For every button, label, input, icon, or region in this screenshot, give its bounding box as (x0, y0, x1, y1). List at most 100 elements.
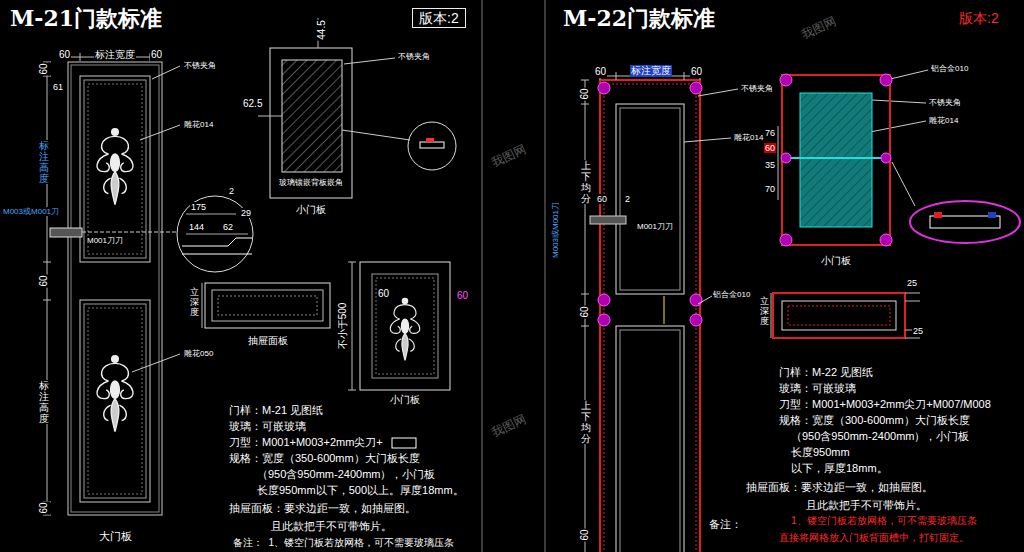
spec-note: 直接将网格放入门板背面槽中，打钉固定。 (778, 532, 970, 544)
spec-note: 以下，厚度18mm。 (790, 462, 889, 475)
small-door-drawing (348, 262, 450, 390)
dimension-value: 60 (38, 501, 50, 514)
watermark: 我图网 (489, 143, 529, 172)
dimension-value: 60 (596, 194, 608, 204)
version-text: 版本:2 (958, 10, 1000, 26)
dimension-value: 62.5 (242, 98, 263, 110)
carving-ornament (97, 356, 133, 432)
carving-ornament (97, 129, 133, 205)
blank-box (392, 438, 416, 448)
spec-note: 门样：M-22 见图纸 (778, 366, 874, 379)
part-note: 雕花014 (183, 120, 214, 129)
spec-note: 玻璃：可嵌玻璃 (778, 382, 857, 395)
watermark: 我图网 (799, 15, 839, 44)
carving-ornament (390, 298, 420, 360)
dimension-value: 不小于500 (337, 302, 349, 351)
dimension-label: 标注宽度 (94, 49, 136, 61)
spec-note: 门样：M-21 见图纸 (228, 404, 324, 417)
corner-marker (598, 82, 702, 326)
dimension-label: 上下均分 (580, 400, 592, 444)
section-detail (910, 201, 1020, 243)
spec-note: 规格：宽度（300-600mm）大门板长度 (778, 414, 971, 427)
drawing-title: M-21门款标准 (10, 6, 162, 31)
spec-note: 抽屉面板：要求边距一致，如抽屉图。 (745, 481, 934, 494)
drawer-panel: 抽屉面板 (205, 283, 330, 328)
dimension-value: 60 (690, 66, 703, 78)
leader-line (132, 66, 180, 372)
dimension-value: 62 (222, 222, 234, 232)
dimension-label: 标注高度 (38, 140, 50, 184)
door-drawing (68, 62, 162, 515)
part-note: 不锈夹角 (928, 98, 962, 107)
dimension-value: 2 (624, 194, 631, 204)
spec-note: （950含950mm-2400mm），小门板 (256, 468, 437, 481)
spec-note: 玻璃：可嵌玻璃 (228, 420, 307, 433)
part-note: 铝合金010 (712, 290, 751, 299)
dimension-value: 60 (456, 290, 469, 302)
dimension-value: 60 (58, 49, 71, 61)
panel-name: 小门板 (295, 204, 327, 216)
small-door-drawing (778, 75, 890, 245)
dimension-value: 25 (912, 326, 924, 336)
section-detail (50, 196, 253, 272)
dimension-value: 61 (52, 82, 64, 92)
dimension-value: 60 (38, 274, 50, 287)
dimension-value: 60 (594, 66, 607, 78)
dimension-line (581, 72, 700, 552)
part-note: 不锈夹角 (183, 61, 217, 70)
dimension-value: 60 (579, 528, 591, 541)
spec-note: 备注： (708, 518, 743, 531)
door-panel: 大门板 (68, 62, 162, 515)
version-box: 版本:2 (412, 8, 466, 28)
small-door-drawing (258, 18, 456, 198)
small-door-panel: 小门板 (360, 262, 450, 390)
small-door-panel: 玻璃镶嵌背板嵌角小门板 (270, 48, 352, 198)
panel-name: 大门板 (98, 530, 133, 543)
dimension-value: 2 (228, 186, 235, 196)
part-note: 雕花050 (183, 349, 214, 358)
spec-note: 刀型：M001+M003+2mm尖刀+M007/M008 (778, 398, 992, 411)
spec-note: 长度950mm (790, 446, 851, 459)
dimension-value: 29 (240, 208, 252, 218)
watermark: 我图网 (489, 413, 529, 442)
corner-marker (780, 74, 892, 246)
door-drawing (600, 80, 700, 552)
part-note: 雕花014 (928, 116, 959, 125)
spec-note: 且此款把手不可带饰片。 (270, 520, 393, 533)
dimension-label: 标注高度 (38, 380, 50, 424)
tool-note: M003或M001刀 (2, 207, 60, 216)
dimension-value: 60 (579, 305, 591, 318)
dimension-value: 175 (190, 202, 207, 212)
tool-note: M001刀刀 (86, 236, 124, 245)
dimension-value: 144 (188, 222, 205, 232)
dimension-label: 立深度 (189, 288, 200, 318)
small-door-panel: 小门板 (782, 75, 890, 245)
spec-note: 规格：宽度（350-600mm）大门板长度 (228, 452, 421, 465)
panel-name: 抽屉面板 (247, 335, 289, 347)
version-text: 版本:2 (419, 10, 459, 26)
drawer-drawing (202, 283, 330, 328)
spec-note: 抽屉面板：要求边距一致，如抽屉图。 (228, 502, 417, 515)
panel-name: 小门板 (389, 394, 421, 406)
dimension-value: 60 (764, 143, 776, 153)
spec-note: 且此款把手不可带饰片。 (805, 499, 928, 512)
dimension-value: 44.5 (316, 19, 328, 40)
drawing-title: M-22门款标准 (562, 6, 716, 31)
part-note: 不锈夹角 (397, 52, 431, 61)
dimension-line (43, 53, 162, 515)
leader-line (684, 70, 928, 304)
dimension-label: 立深度 (759, 297, 770, 327)
part-note: 不锈夹角 (740, 84, 774, 93)
section-bar (590, 216, 626, 224)
part-note: 雕花014 (733, 133, 764, 142)
dimension-value: 76 (764, 128, 776, 138)
dimension-label: 标注宽度 (630, 65, 672, 77)
panel-name: 玻璃镶嵌背板嵌角 (278, 178, 344, 187)
dimension-value: 70 (764, 184, 776, 194)
spec-note: 1、镂空门板若放网格，可不需要玻璃压条 (790, 515, 978, 527)
tool-note: M001刀刀 (636, 222, 674, 231)
dimension-value: 60 (579, 87, 591, 100)
spec-note: 备注： 1、镂空门板若放网格，可不需要玻璃压条 (232, 537, 455, 549)
dimension-value: 35 (764, 160, 776, 170)
dimension-value: 25 (906, 278, 918, 288)
